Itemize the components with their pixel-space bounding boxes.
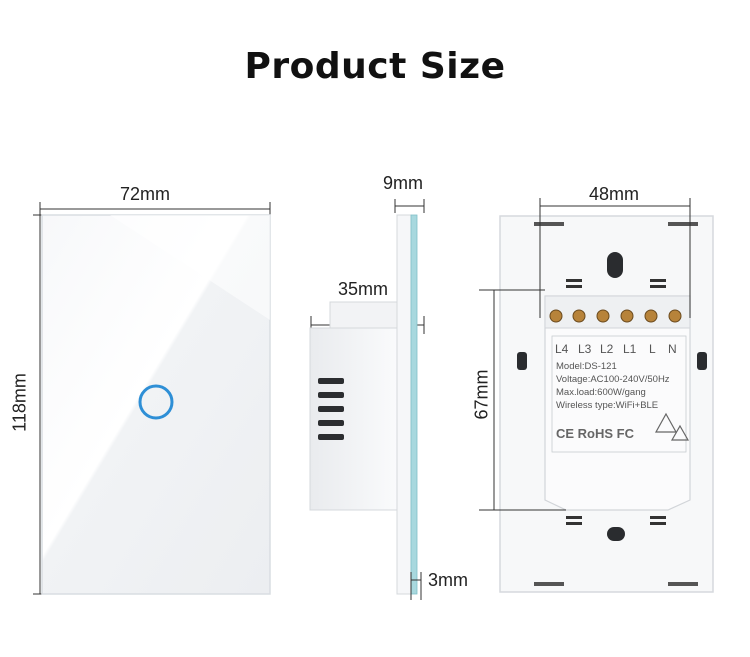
side-housing xyxy=(309,327,399,511)
side-glass-label: 3mm xyxy=(428,570,468,590)
terminal-label-l4: L4 xyxy=(555,342,569,356)
cert-marks: CE RoHS FC xyxy=(556,426,634,441)
touch-button-ring xyxy=(138,384,174,420)
side-thickness-label: 9mm xyxy=(383,173,423,193)
terminal-label-n: N xyxy=(668,342,677,356)
front-height-label: 118mm xyxy=(9,373,30,432)
spec-model: Model:DS-121 xyxy=(556,361,617,372)
spec-voltage: Voltage:AC100-240V/50Hz xyxy=(556,374,670,385)
back-height-label: 67mm xyxy=(471,369,492,420)
terminal-label-l2: L2 xyxy=(600,342,614,356)
terminal-label-l1: L1 xyxy=(623,342,637,356)
terminal-screws xyxy=(549,309,682,323)
rcm-mark-icon xyxy=(654,412,678,433)
terminal-label-l: L xyxy=(649,342,656,356)
spec-wireless: Wireless type:WiFi+BLE xyxy=(556,400,659,411)
page-title: Product Size xyxy=(244,46,506,87)
side-depth-label: 35mm xyxy=(338,279,389,299)
terminal-label-l3: L3 xyxy=(578,342,592,356)
back-width-label: 48mm xyxy=(589,184,640,204)
side-glass xyxy=(410,214,418,595)
side-view xyxy=(309,199,425,600)
side-plate xyxy=(396,214,412,595)
spec-max-load: Max.load:600W/gang xyxy=(556,387,646,398)
spec-label xyxy=(551,335,687,453)
back-view xyxy=(479,198,714,593)
front-view xyxy=(33,202,271,595)
front-width-label: 72mm xyxy=(120,184,171,204)
weee-bin-icon xyxy=(670,424,690,441)
